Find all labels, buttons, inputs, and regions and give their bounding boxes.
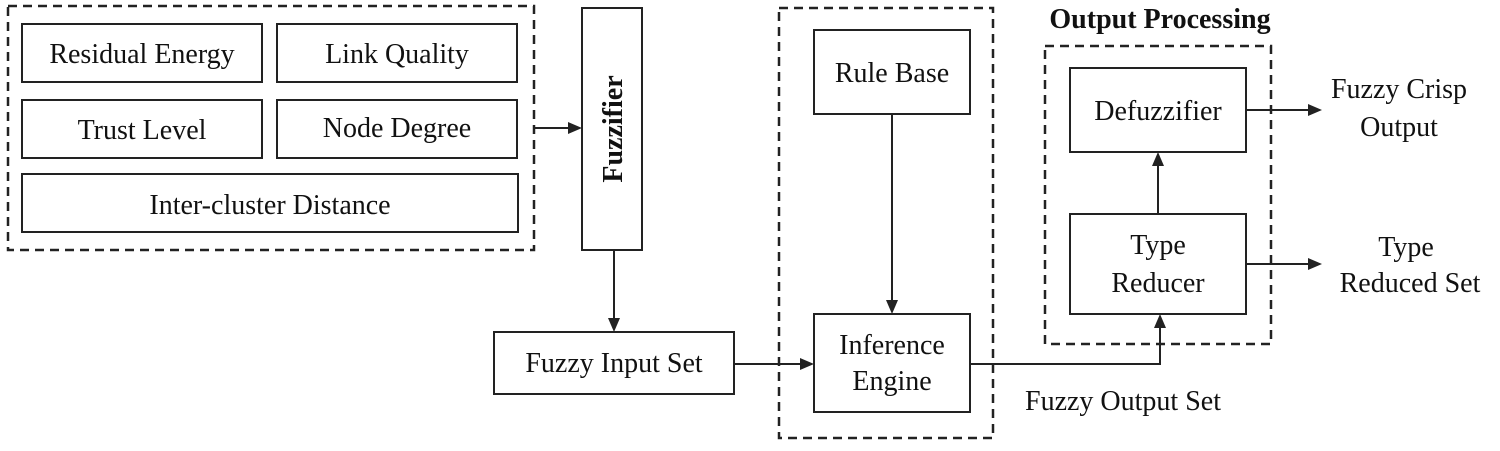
arrow-inference-to-type-reducer [970, 326, 1161, 365]
node-degree-label: Node Degree [323, 113, 471, 144]
residual-energy-box [21, 23, 263, 83]
inter-cluster-distance-box [21, 173, 519, 233]
inter-cluster-distance-label: Inter-cluster Distance [149, 190, 390, 221]
inference-engine-box [813, 313, 971, 413]
link-quality-label: Link Quality [325, 39, 469, 70]
defuzzifier-label: Defuzzifier [1094, 96, 1222, 127]
fuzzifier-label: Fuzzifier [598, 75, 629, 182]
arrow-head-defuzzifier [1152, 152, 1164, 166]
inference-engine-label-line2: Engine [852, 366, 931, 397]
type-reducer-box [1069, 213, 1247, 315]
fuzzy-crisp-output-label-line2: Output [1360, 112, 1438, 143]
arrow-head-reduced-set [1308, 258, 1322, 270]
rule-base-label: Rule Base [835, 58, 949, 89]
trust-level-label: Trust Level [78, 115, 207, 146]
arrow-head-fuzzifier [568, 122, 582, 134]
arrow-head-type-reducer [1154, 314, 1166, 328]
residual-energy-label: Residual Energy [49, 39, 234, 70]
output-processing-title: Output Processing [1049, 4, 1270, 35]
defuzzifier-box [1069, 67, 1247, 153]
trust-level-box [21, 99, 263, 159]
rule-base-box [813, 29, 971, 115]
link-quality-box [276, 23, 518, 83]
arrow-head-inference-top [886, 300, 898, 314]
fuzzy-output-set-label: Fuzzy Output Set [1025, 386, 1221, 417]
fuzzifier-box [581, 7, 643, 251]
inference-engine-label-line1: Inference [839, 330, 945, 361]
type-reduced-set-label-line2: Reduced Set [1340, 268, 1481, 299]
output-processing-group [1043, 44, 1273, 346]
type-reducer-label-line1: Type [1130, 230, 1186, 261]
inference-group [777, 6, 995, 440]
type-reduced-set-label-line1: Type [1378, 232, 1434, 263]
node-degree-box [276, 99, 518, 159]
fuzzy-crisp-output-label-line1: Fuzzy Crisp [1331, 74, 1467, 105]
type-reducer-label-line2: Reducer [1111, 268, 1205, 299]
arrow-head-crisp-output [1308, 104, 1322, 116]
arrow-head-input-set [608, 318, 620, 332]
arrow-head-inference [800, 358, 814, 370]
input-parameters-group [6, 4, 536, 252]
fuzzy-input-set-label: Fuzzy Input Set [525, 348, 703, 379]
